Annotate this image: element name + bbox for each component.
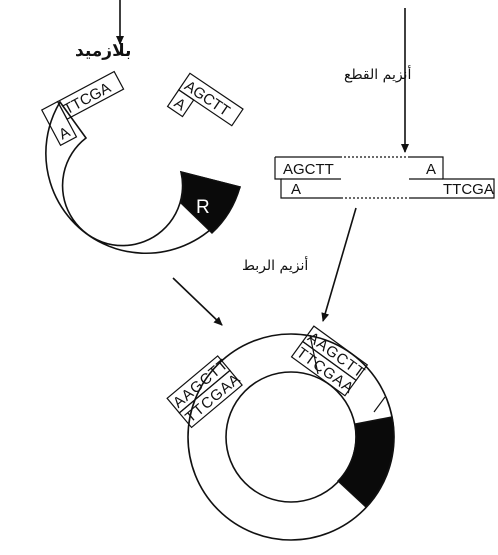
- resistance-gene-label: R: [196, 197, 210, 218]
- fragment-top-right: A: [426, 161, 436, 178]
- resistance-gene-segment: [180, 171, 241, 234]
- cut-enzyme-label: أنزيم القطع: [344, 65, 411, 83]
- ligase-label: أنزيم الربط: [242, 256, 308, 274]
- arrow-fragment-to-recombinant: [321, 207, 357, 322]
- plasmid-right-sticky-end: AGCTT A: [166, 72, 244, 127]
- plasmid-label: بلازميد: [75, 41, 131, 61]
- dna-fragment: AGCTT A A TTCGA: [274, 156, 495, 199]
- plasmid-right-top: AGCTT: [181, 77, 233, 120]
- recombinant-resistance-segment: [337, 416, 395, 508]
- fragment-bottom-left: A: [291, 181, 301, 198]
- recombinant-inner-ring: [225, 371, 357, 503]
- plasmid-ring: R A TTCGA AGCTT A: [40, 70, 244, 255]
- fragment-top-left: AGCTT: [283, 161, 334, 178]
- recombinant-plasmid: AAGCTT TTCGAA AAGCTT TTCGAA: [166, 325, 395, 541]
- fragment-bottom-right: TTCGA: [443, 181, 494, 198]
- arrow-plasmid-to-recombinant: [172, 277, 223, 326]
